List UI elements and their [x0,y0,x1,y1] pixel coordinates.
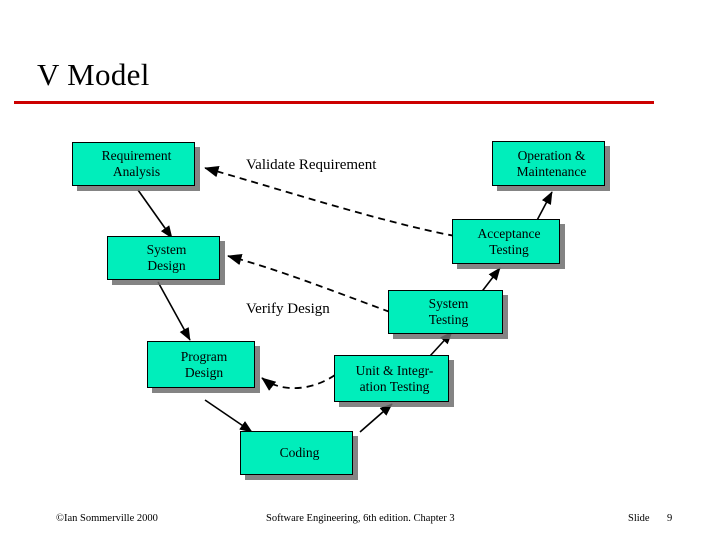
box-line: Operation & [517,147,586,163]
page-title: V Model [37,57,150,92]
box-line: Testing [489,241,529,257]
box-line: Maintenance [516,163,587,179]
footer-center-text: Software Engineering, 6th edition. Chapt… [266,513,455,524]
box-line: Design [147,258,186,273]
footer-slide-number: 9 [667,513,673,524]
title-underline [14,101,654,104]
box-acceptance-testing[interactable]: Acceptance Testing [452,219,560,264]
box-line: System [428,296,469,311]
box-operation-maintenance[interactable]: Operation & Maintenance [492,141,605,186]
box-line: Testing [428,312,469,327]
box-line: Coding [279,445,320,460]
box-line: Requirement [101,148,172,163]
footer-slide-label: Slide [628,513,650,524]
box-line: Design [184,364,224,380]
box-requirement-analysis[interactable]: Requirement Analysis [72,142,195,186]
box-line: Program [180,348,228,364]
box-unit-integration-testing[interactable]: Unit & Integr- ation Testing [334,355,449,402]
footer-copyright: ©Ian Sommerville 2000 [56,513,158,524]
box-line: ation Testing [359,378,430,394]
box-coding[interactable]: Coding [240,431,353,475]
box-program-design[interactable]: Program Design [147,341,255,388]
box-line: Unit & Integr- [355,362,434,378]
box-line: Analysis [112,164,161,179]
box-system-testing[interactable]: System Testing [388,290,503,334]
box-system-design[interactable]: System Design [107,236,220,280]
box-line: System [146,242,187,257]
box-line: Acceptance [477,225,541,241]
validate-requirement-label: Validate Requirement [246,157,377,173]
verify-design-label: Verify Design [246,301,330,317]
